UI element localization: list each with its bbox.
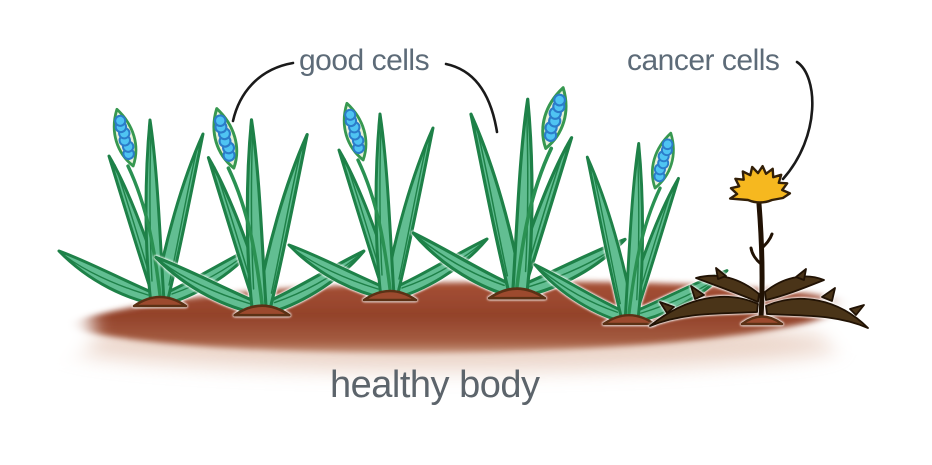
cancer-cells-pointer bbox=[781, 60, 814, 181]
cancer-cells-label: cancer cells bbox=[627, 44, 780, 77]
weed-leaf-spike bbox=[690, 285, 705, 300]
good-cells-pointer-right bbox=[444, 62, 499, 134]
soil-fade-right bbox=[823, 264, 932, 360]
weed-leaf bbox=[649, 295, 759, 327]
weed-leaf-spike bbox=[715, 267, 727, 280]
weed-leaf bbox=[764, 275, 825, 301]
weed-stem-stub bbox=[760, 232, 774, 250]
weed-flower bbox=[728, 164, 792, 204]
cancer-cell-plant bbox=[649, 164, 869, 329]
good-cells-pointer-left bbox=[231, 61, 295, 123]
weed-leaf-spike bbox=[849, 304, 865, 316]
weed-leaf-spike bbox=[659, 301, 675, 314]
soil-fade-left bbox=[3, 288, 93, 372]
healthy-body-title: healthy body bbox=[330, 364, 540, 406]
weed-stem-stub bbox=[749, 246, 763, 266]
weed-leaf bbox=[695, 274, 760, 303]
weed-leaf-spike bbox=[821, 287, 836, 302]
weed-leaf-spike bbox=[795, 268, 807, 281]
good-cells-label: good cells bbox=[299, 44, 430, 77]
weed-stem bbox=[756, 201, 765, 321]
weed-leaf bbox=[765, 297, 869, 329]
root-mound bbox=[740, 315, 784, 326]
